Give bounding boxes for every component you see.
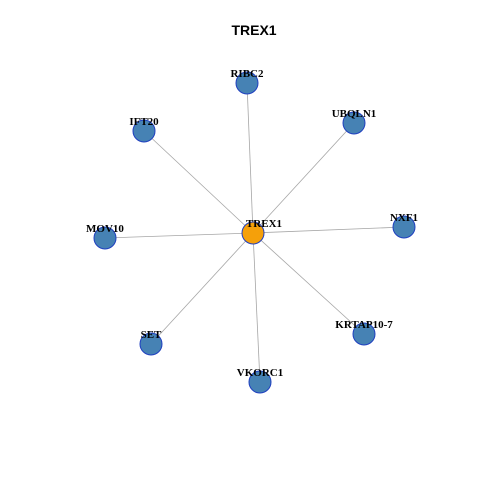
node-label-mov10: MOV10 [86,223,124,235]
edge-trex1-ift20 [143,130,254,234]
node-ift20 [132,119,156,143]
node-label-krtap10-7: KRTAP10-7 [335,319,393,331]
edge-trex1-krtap10-7 [252,232,365,335]
node-layer [93,71,416,394]
node-label-vkorc1: VKORC1 [237,367,283,379]
node-label-hub: TREX1 [246,218,282,230]
node-label-ribc2: RIBC2 [230,68,264,80]
edge-trex1-ribc2 [246,82,254,234]
node-ribc2 [235,71,259,95]
node-label-ubqln1: UBQLN1 [332,108,377,120]
graph-title: TREX1 [231,22,276,38]
node-hub-trex1 [241,221,265,245]
edge-trex1-vkorc1 [252,232,261,383]
node-label-nxf1: NXF1 [390,212,418,224]
node-set [139,332,163,356]
node-nxf1 [392,215,416,239]
node-krtap10-7 [352,322,376,346]
node-vkorc1 [248,370,272,394]
edge-layer [104,82,405,383]
node-label-ift20: IFT20 [129,116,159,128]
edge-trex1-mov10 [104,232,254,239]
edge-trex1-set [150,232,254,345]
node-ubqln1 [342,111,366,135]
node-label-set: SET [141,329,162,341]
edge-trex1-ubqln1 [252,122,355,234]
node-mov10 [93,226,117,250]
edge-trex1-nxf1 [252,226,405,234]
